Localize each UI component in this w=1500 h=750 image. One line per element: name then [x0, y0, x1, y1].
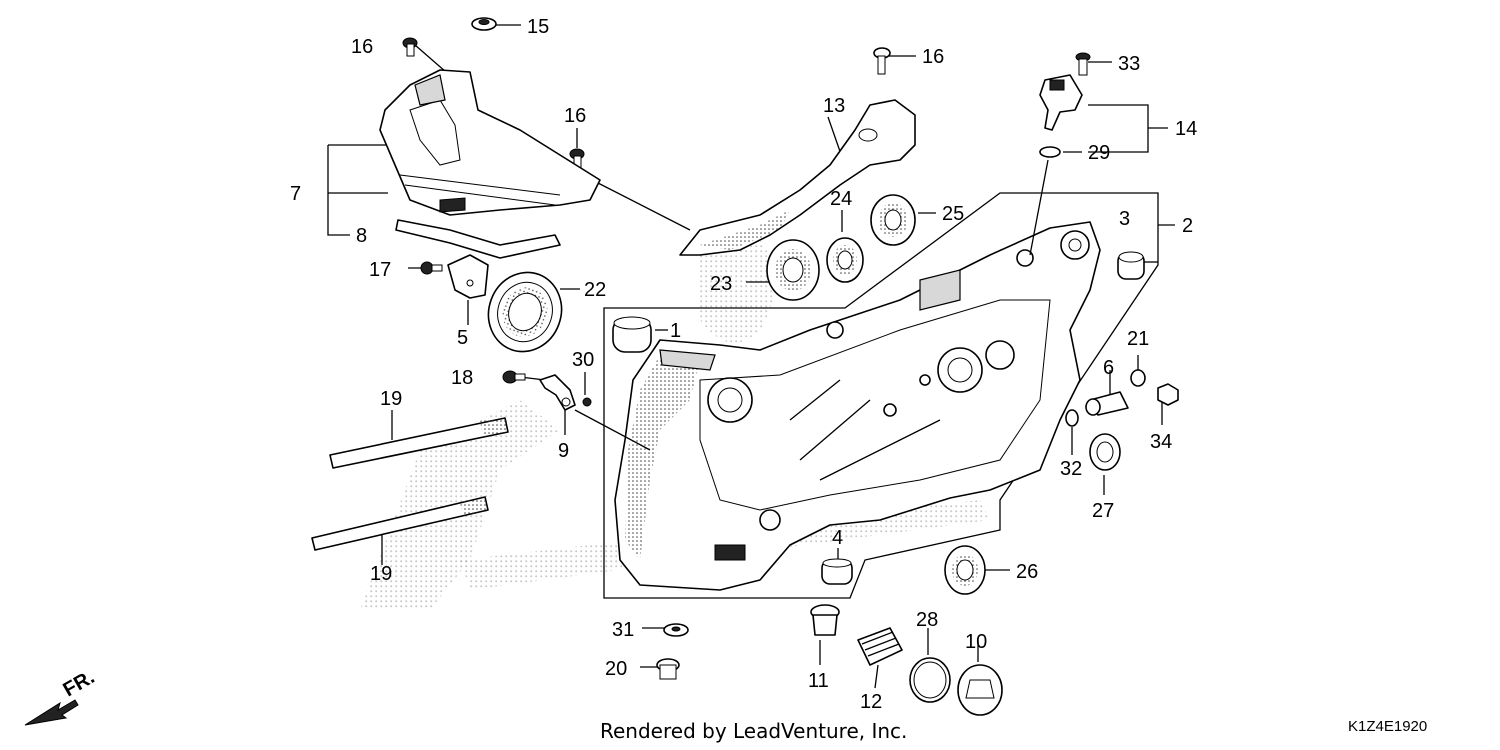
- part-6-joint[interactable]: [1085, 391, 1129, 416]
- callout-33: 33: [1118, 53, 1140, 75]
- part-24-bearing[interactable]: [826, 237, 864, 283]
- part-1-dowel[interactable]: [612, 316, 652, 353]
- part-27-oil-seal[interactable]: [1089, 433, 1121, 471]
- callout-17: 17: [369, 259, 391, 281]
- part-28-o-ring[interactable]: [909, 657, 951, 703]
- part-16-bolt-a[interactable]: [402, 37, 418, 57]
- part-13-cover[interactable]: [679, 99, 916, 256]
- callout-24: 24: [830, 188, 852, 210]
- callout-16b: 16: [564, 105, 586, 127]
- part-16-bolt-c[interactable]: [873, 47, 891, 75]
- callout-14: 14: [1175, 118, 1197, 140]
- callout-16a: 16: [351, 36, 373, 58]
- part-23-bearing[interactable]: [766, 239, 820, 301]
- callout-4: 4: [832, 527, 843, 549]
- part-29-o-ring[interactable]: [1039, 146, 1061, 158]
- callout-31: 31: [612, 619, 634, 641]
- callout-19b: 19: [370, 563, 392, 585]
- callout-6: 6: [1103, 357, 1114, 379]
- callout-2: 2: [1182, 215, 1193, 237]
- callout-9: 9: [558, 440, 569, 462]
- part-26-oil-seal[interactable]: [944, 545, 986, 595]
- callout-10: 10: [965, 631, 987, 653]
- part-19-stud-bolt-b[interactable]: [311, 496, 489, 551]
- part-15-grommet[interactable]: [471, 17, 497, 31]
- callout-22: 22: [584, 279, 606, 301]
- front-marker-label: FR.: [60, 666, 99, 701]
- part-9-oil-pipe[interactable]: [539, 374, 576, 411]
- callout-16c: 16: [922, 46, 944, 68]
- callout-20: 20: [605, 658, 627, 680]
- part-20-drain-bolt[interactable]: [656, 658, 680, 680]
- callout-28: 28: [916, 609, 938, 631]
- part-5-setting-plate[interactable]: [447, 254, 489, 299]
- part-11-oil-screen[interactable]: [810, 604, 840, 636]
- callout-3: 3: [1119, 208, 1130, 230]
- callout-34: 34: [1150, 431, 1172, 453]
- callout-30: 30: [572, 349, 594, 371]
- callout-15: 15: [527, 16, 549, 38]
- part-17-bolt[interactable]: [420, 261, 443, 275]
- callout-25: 25: [942, 203, 964, 225]
- part-16-bolt-b[interactable]: [569, 148, 585, 169]
- part-18-bolt[interactable]: [502, 370, 526, 384]
- part-33-bolt[interactable]: [1075, 52, 1091, 76]
- part-21-washer[interactable]: [1130, 369, 1146, 387]
- callout-21: 21: [1127, 328, 1149, 350]
- crankcase-assembly: [603, 192, 1159, 599]
- part-31-washer[interactable]: [663, 623, 689, 637]
- callout-11: 11: [808, 670, 829, 692]
- part-7-air-guide[interactable]: [379, 69, 601, 216]
- callout-1: 1: [670, 320, 681, 342]
- callout-18: 18: [451, 367, 473, 389]
- callout-labels: 1 2 3 4 5 6 7 8 9 10 11 12 13 14 15 16 1…: [290, 16, 1197, 713]
- callout-8: 8: [356, 225, 367, 247]
- front-direction-arrow: FR.: [24, 666, 99, 726]
- callout-23: 23: [710, 273, 732, 295]
- part-32-o-ring[interactable]: [1065, 409, 1079, 427]
- part-19-stud-bolt-a[interactable]: [329, 417, 509, 469]
- part-34-bolt[interactable]: [1157, 383, 1179, 406]
- callout-27: 27: [1092, 500, 1114, 522]
- diagram-code: K1Z4E1920: [1348, 718, 1427, 735]
- callout-29: 29: [1088, 142, 1110, 164]
- callout-12: 12: [860, 691, 882, 713]
- part-3-dowel[interactable]: [1117, 251, 1145, 280]
- part-22-bearing[interactable]: [477, 262, 572, 362]
- callout-5: 5: [457, 327, 468, 349]
- part-25-bearing[interactable]: [870, 194, 916, 246]
- callout-19a: 19: [380, 388, 402, 410]
- part-30-o-ring[interactable]: [582, 397, 592, 407]
- callout-32: 32: [1060, 458, 1082, 480]
- footer-credit: Rendered by LeadVenture, Inc.: [600, 719, 907, 743]
- part-14-sensor[interactable]: [1039, 74, 1083, 131]
- part-4-dowel[interactable]: [821, 558, 853, 585]
- part-12-spring[interactable]: [857, 627, 903, 666]
- callout-7: 7: [290, 183, 301, 205]
- part-8-seal-strip[interactable]: [395, 219, 561, 259]
- part-10-cap[interactable]: [957, 664, 1003, 716]
- callout-26: 26: [1016, 561, 1038, 583]
- callout-13: 13: [823, 95, 845, 117]
